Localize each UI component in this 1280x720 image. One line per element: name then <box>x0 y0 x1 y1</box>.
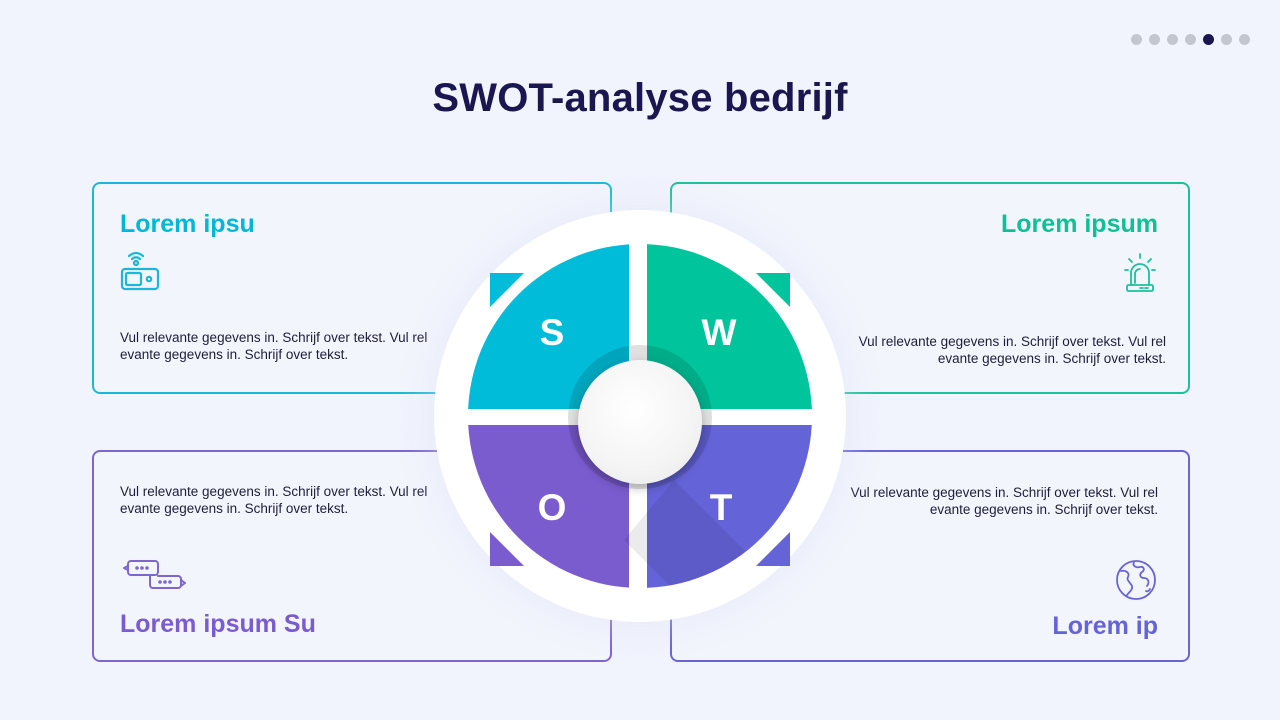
weaknesses-text: Vul relevante gegevens in. Schrijf over … <box>858 334 1166 366</box>
wifi-device-icon <box>120 251 160 291</box>
pagination-dot[interactable] <box>1239 34 1250 45</box>
o-corner-marker <box>490 532 524 566</box>
chat-bubbles-icon <box>123 560 186 589</box>
strengths-letter: S <box>539 312 565 353</box>
threats-text: Vul relevante gegevens in. Schrijf over … <box>850 485 1158 517</box>
strengths-title: Lorem ipsu <box>120 210 255 238</box>
pagination-dot[interactable] <box>1167 34 1178 45</box>
s-corner-marker <box>490 273 524 307</box>
t-corner-marker <box>756 532 790 566</box>
opportunities-title: Lorem ipsum Su <box>120 610 316 638</box>
threats-title: Lorem ip <box>1052 612 1158 640</box>
slide-pagination <box>1131 34 1250 45</box>
pagination-dot[interactable] <box>1221 34 1232 45</box>
threats-letter: T <box>709 487 733 528</box>
alarm-siren-icon <box>1124 253 1156 292</box>
weaknesses-title: Lorem ipsum <box>1001 210 1158 238</box>
w-corner-marker <box>756 273 790 307</box>
pagination-dot[interactable] <box>1185 34 1196 45</box>
opportunities-letter: O <box>537 487 567 528</box>
page-title: SWOT-analyse bedrijf <box>432 76 848 120</box>
center-button[interactable] <box>578 360 702 484</box>
strengths-text: Vul relevante gegevens in. Schrijf over … <box>120 330 428 362</box>
opportunities-text: Vul relevante gegevens in. Schrijf over … <box>120 484 428 516</box>
pagination-dot[interactable] <box>1131 34 1142 45</box>
pagination-dot[interactable] <box>1149 34 1160 45</box>
pagination-dot-active[interactable] <box>1203 34 1214 45</box>
weaknesses-letter: W <box>701 312 737 353</box>
globe-icon <box>1116 560 1156 600</box>
